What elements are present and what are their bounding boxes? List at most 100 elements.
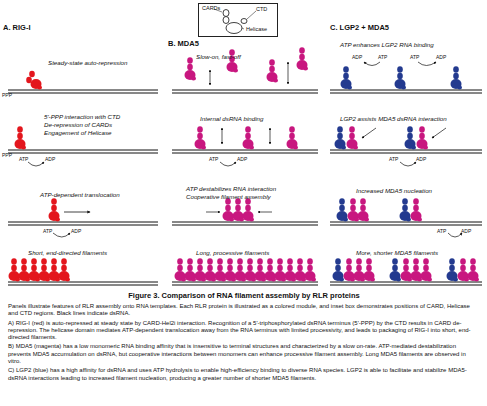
dsrna — [8, 90, 158, 93]
step-label: Cooperative filament assembly — [186, 194, 271, 200]
atp-hydrolysis-arrow — [448, 233, 462, 237]
nucleotide-label: ATP — [19, 157, 28, 162]
inset-card — [223, 17, 229, 24]
mda5-protein — [468, 258, 480, 281]
mda5-protein — [235, 258, 247, 281]
figure-caption: Figure 3. Comparison of RNA filament ass… — [8, 291, 480, 300]
nucleotide-label: PPP — [2, 153, 12, 158]
mda5-protein — [458, 258, 470, 281]
mda5-protein — [417, 126, 429, 149]
mda5-protein — [245, 258, 257, 281]
step-label: ATP-dependent translocation — [40, 192, 120, 198]
atp-hydrolysis-arrow — [220, 162, 236, 166]
dsrna — [330, 150, 482, 153]
caption-paragraph: C) LGP2 (blue) has a high affinity for d… — [8, 367, 480, 382]
nucleotide-label: ADP — [45, 157, 55, 162]
mda5-protein — [275, 258, 287, 281]
mda5-protein — [364, 258, 376, 281]
binding-arrow — [270, 128, 271, 144]
panel-heading: C. LGP2 + MDA5 — [330, 24, 389, 32]
step-label: LGP2 assists MDA5 dsRNA interaction — [340, 116, 447, 122]
rig-i-protein — [49, 198, 61, 221]
mda5-protein — [185, 258, 197, 281]
nucleotide-label: ATP — [389, 157, 398, 162]
lgp2-protein — [335, 126, 347, 149]
mda5-protein — [225, 258, 237, 281]
step-label: Slow-on, fast-off — [196, 54, 241, 60]
lgp2-protein — [451, 66, 463, 89]
step-label: ATP destabilizes RNA interaction — [186, 186, 276, 192]
mda5-protein — [205, 258, 217, 281]
dsrna — [8, 222, 158, 225]
mda5-protein — [347, 126, 359, 149]
dsrna — [172, 150, 318, 153]
domain-label: CTD — [256, 7, 267, 13]
panel-heading: A. RIG-I — [3, 24, 31, 32]
step-label: De-repression of CARDs — [44, 122, 112, 128]
mda5-protein — [358, 198, 370, 221]
nucleotide-label: ATP — [43, 229, 52, 234]
domain-label: Helicase — [246, 27, 267, 33]
step-label: Increased MDA5 nucleation — [356, 188, 432, 194]
step-label: Steady-state auto-repression — [48, 60, 127, 66]
nucleotide-label: ATP — [437, 229, 446, 234]
mda5-protein — [295, 258, 307, 281]
step-label: Engagement of Helicase — [44, 130, 111, 136]
mda5-protein — [421, 258, 433, 281]
translocation-arrow — [64, 212, 90, 213]
mda5-protein — [411, 258, 423, 281]
atp-hydrolysis-arrow — [53, 233, 70, 237]
lgp2-protein — [400, 198, 412, 221]
leader-line — [242, 28, 244, 29]
mda5-protein — [215, 258, 227, 281]
mda5-protein — [195, 258, 207, 281]
inset-ctd — [241, 19, 247, 24]
dsrna — [172, 90, 318, 93]
rig-i-protein — [39, 258, 51, 281]
lgp2-protein — [447, 258, 459, 281]
nucleotide-label: ADP — [416, 157, 426, 162]
dsrna — [8, 282, 158, 285]
caption-paragraph: A) RIG-I (red) is auto-repressed at stea… — [8, 320, 480, 342]
leader-line — [247, 11, 256, 19]
panel-heading: B. MDA5 — [168, 40, 199, 48]
lgp2-protein — [390, 258, 402, 281]
dsrna — [330, 222, 482, 225]
assembly-arrow — [206, 212, 220, 213]
mda5-protein — [287, 126, 299, 149]
nucleotide-label: ATP — [378, 55, 387, 60]
rig-i-protein — [26, 71, 42, 90]
mda5-protein — [297, 47, 309, 70]
step-label: More, shorter MDA5 filaments — [356, 250, 438, 256]
rig-i-protein — [59, 258, 71, 281]
step-label: ATP enhances LGP2 RNA binding — [340, 42, 434, 48]
nucleotide-label: ADP — [461, 229, 471, 234]
dsrna — [172, 282, 318, 285]
mda5-protein — [223, 198, 235, 221]
rig-i-protein — [15, 126, 27, 149]
nucleotide-label: ATP — [410, 55, 419, 60]
binding-arrow — [222, 128, 223, 144]
mda5-protein — [243, 198, 255, 221]
domain-label: CARDs — [202, 6, 220, 12]
mda5-protein — [267, 59, 279, 82]
rig-i-protein — [29, 258, 41, 281]
mda5-protein — [401, 258, 413, 281]
dsrna — [330, 282, 482, 285]
mda5-protein — [255, 258, 267, 281]
mda5-protein — [233, 198, 245, 221]
mda5-protein — [354, 258, 366, 281]
nucleotide-label: ADP — [237, 157, 247, 162]
rig-i-protein — [49, 258, 61, 281]
dsrna — [172, 222, 318, 225]
binding-arrow — [210, 70, 211, 85]
lgp2-protein — [337, 198, 349, 221]
rig-i-protein — [19, 258, 31, 281]
dsrna — [330, 90, 482, 93]
recruitment-arrow — [432, 128, 446, 138]
nucleotide-label: ATP — [209, 157, 218, 162]
binding-arrow — [288, 62, 289, 84]
atp-hydrolysis-arrow — [418, 62, 436, 66]
recruitment-arrow — [362, 128, 376, 138]
mda5-protein — [285, 258, 297, 281]
